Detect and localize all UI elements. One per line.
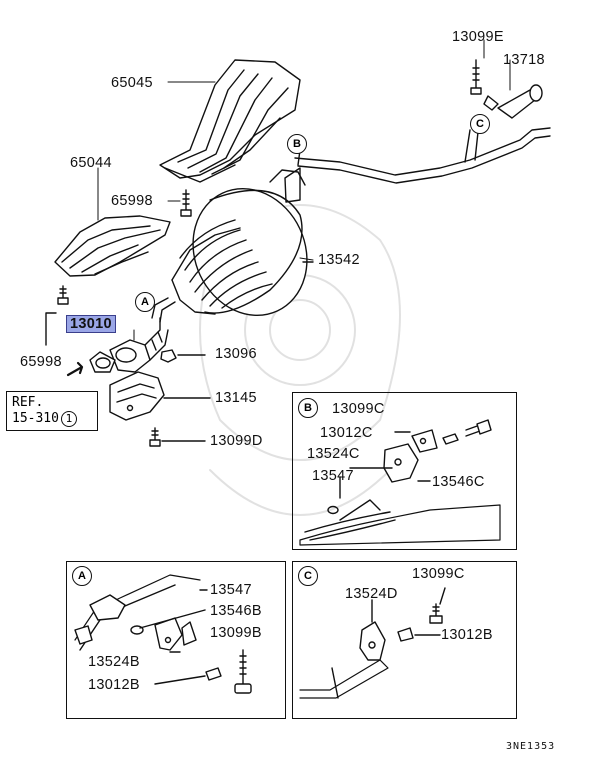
callout-a-main: A: [135, 292, 155, 312]
detail-b-drawing: [299, 419, 501, 546]
bolt-65998-upper: [180, 189, 192, 217]
callout-b-frame: B: [298, 398, 318, 418]
label-a-13524B[interactable]: 13524B: [88, 654, 140, 670]
label-13099D[interactable]: 13099D: [210, 433, 263, 449]
heat-protector-65045: [159, 59, 301, 183]
reference-page: 15-310: [12, 411, 59, 426]
label-13096[interactable]: 13096: [215, 346, 257, 362]
bolt-13099D: [149, 427, 206, 447]
label-13010-highlighted[interactable]: 13010: [66, 315, 116, 333]
label-65998-upper[interactable]: 65998: [111, 193, 153, 209]
main-muffler-13542: [151, 127, 551, 323]
label-13145[interactable]: 13145: [215, 390, 257, 406]
callout-a-frame: A: [72, 566, 92, 586]
label-65998-lower[interactable]: 65998: [20, 354, 62, 370]
label-c-13099C[interactable]: 13099C: [412, 566, 465, 582]
label-65045[interactable]: 65045: [111, 75, 153, 91]
callout-c-frame: C: [298, 566, 318, 586]
detail-b-frame: [292, 392, 517, 550]
detail-a-drawing: [74, 574, 252, 694]
nut-13096: [160, 349, 206, 363]
reference-circle: 1: [60, 411, 77, 427]
label-a-13012B[interactable]: 13012B: [88, 677, 140, 693]
label-b-13547[interactable]: 13547: [312, 468, 354, 484]
heat-protector-65044: [54, 215, 171, 277]
label-a-13546B[interactable]: 13546B: [210, 603, 262, 619]
leader-lines: [97, 39, 511, 341]
detail-c-frame: [292, 561, 517, 719]
detail-c-drawing: [299, 587, 446, 699]
bolt-65998-lower: [45, 285, 69, 346]
label-13542[interactable]: 13542: [318, 252, 360, 268]
label-a-13547[interactable]: 13547: [210, 582, 252, 598]
label-a-13099B[interactable]: 13099B: [210, 625, 262, 641]
label-b-13099C[interactable]: 13099C: [332, 401, 385, 417]
label-b-13524C[interactable]: 13524C: [307, 446, 360, 462]
callout-b-main: B: [287, 134, 307, 154]
bolt-13099E: [470, 59, 482, 95]
label-b-13546C[interactable]: 13546C: [432, 474, 485, 490]
front-pipe-13010: [66, 317, 169, 377]
callout-c-main: C: [470, 114, 490, 134]
label-c-13524D[interactable]: 13524D: [345, 586, 398, 602]
label-13718[interactable]: 13718: [503, 52, 545, 68]
label-b-13012C[interactable]: 13012C: [320, 425, 373, 441]
diagram-code: 3NE1353: [506, 741, 556, 752]
label-c-13012B[interactable]: 13012B: [441, 627, 493, 643]
tail-pipe-13718: [464, 84, 543, 163]
label-65044[interactable]: 65044: [70, 155, 112, 171]
heat-protector-13145: [109, 371, 211, 421]
reference-line1: REF.: [12, 395, 44, 410]
label-13099E[interactable]: 13099E: [452, 29, 504, 45]
detail-a-frame: [66, 561, 286, 719]
